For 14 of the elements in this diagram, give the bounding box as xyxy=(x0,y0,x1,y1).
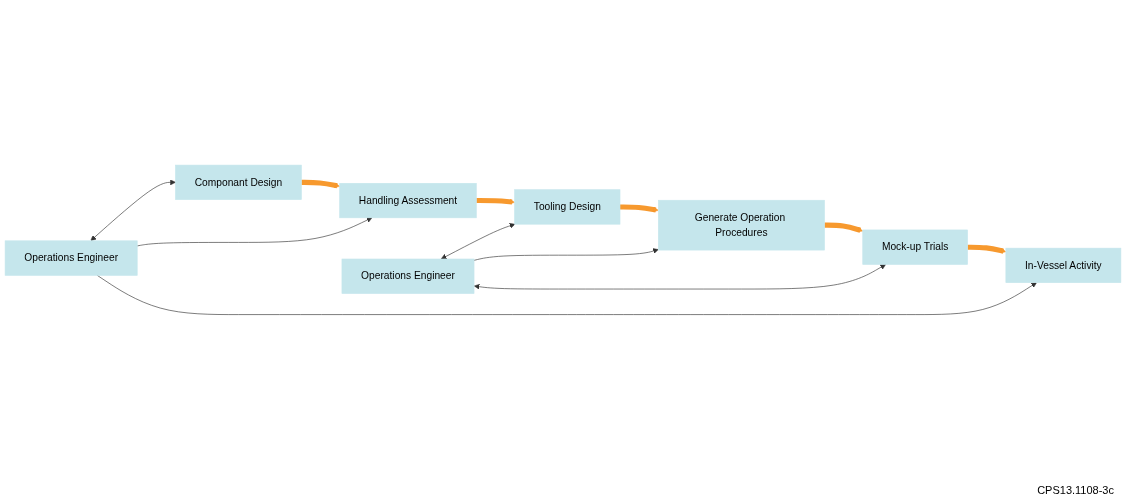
node-box: Componant Design xyxy=(175,164,302,201)
figure-code: CPS13.1108-3c xyxy=(1037,484,1114,496)
node-box: Handling Assessment xyxy=(339,183,477,219)
node-box: In-Vessel Activity xyxy=(1005,248,1122,284)
node-box: Operations Engineer xyxy=(4,240,138,276)
node-box: Generate Operation Procedures xyxy=(658,200,825,251)
arrow xyxy=(967,244,1007,254)
node-box: Tooling Design xyxy=(514,189,621,225)
arrow xyxy=(301,179,340,189)
arrow xyxy=(476,198,515,205)
node-box: Operations Engineer xyxy=(341,258,475,294)
arrow xyxy=(824,222,863,233)
node-box: Mock-up Trials xyxy=(862,229,968,265)
arrow xyxy=(620,204,659,213)
